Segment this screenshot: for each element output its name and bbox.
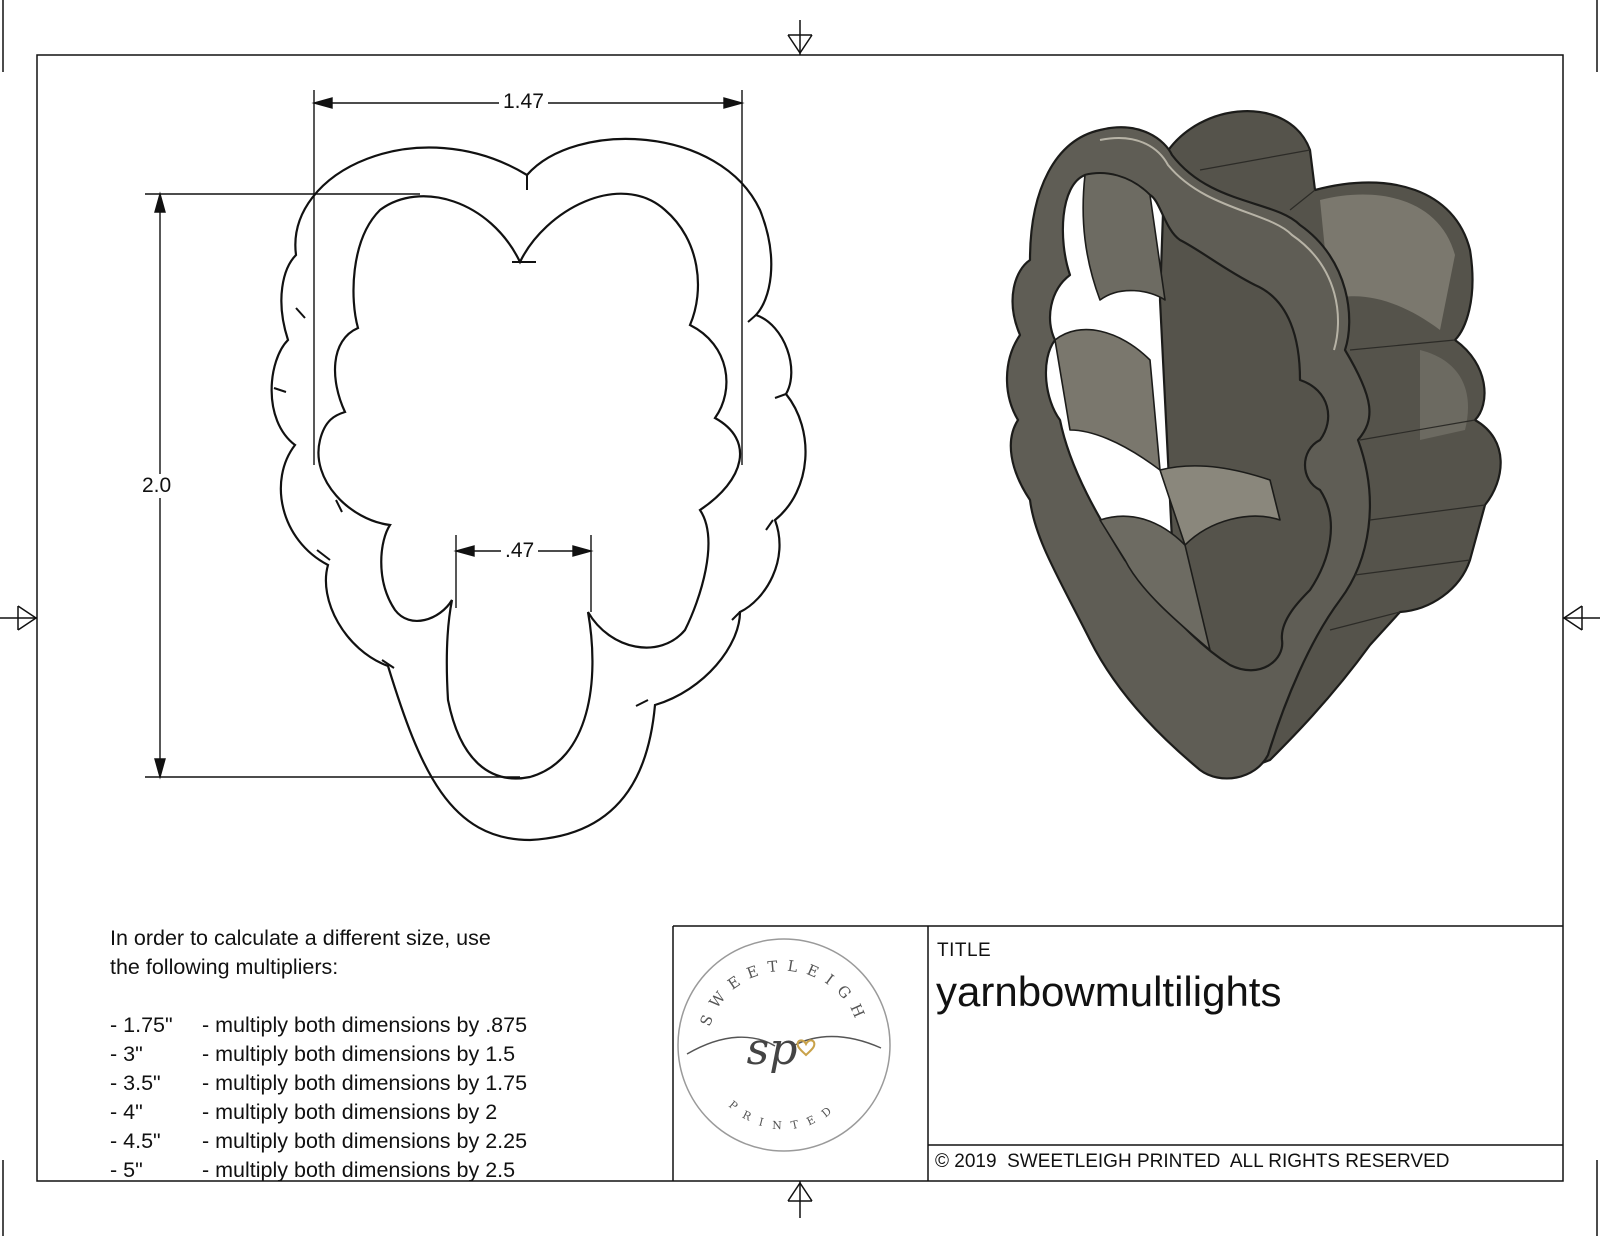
- multiplier-size: - 5": [110, 1158, 143, 1182]
- multiplier-text: - multiply both dimensions by 1.5: [202, 1042, 516, 1066]
- render-inner-wall: [1054, 328, 1161, 471]
- render-highlight: [1320, 194, 1455, 330]
- multiplier-text: - multiply both dimensions by 2: [202, 1100, 498, 1124]
- multiplier-size: - 4.5": [110, 1129, 161, 1153]
- dimension-height: [145, 191, 520, 780]
- logo-ring: [677, 938, 891, 1152]
- logo-swash: [686, 1035, 882, 1055]
- logo-bottom-text: PRINTED: [726, 1098, 842, 1132]
- multiplier-text: - multiply both dimensions by .875: [202, 1013, 528, 1037]
- render-inner-wall: [1082, 172, 1166, 301]
- multiplier-list: - 1.75" - multiply both dimensions by .87…: [110, 1011, 527, 1185]
- sweetleigh-printed-logo: SWEETLEIGH PRINTED sp: [677, 938, 891, 1152]
- size-multiplier-notes: In order to calculate a different size, …: [110, 924, 527, 1185]
- multiplier-size: - 3.5": [110, 1071, 161, 1095]
- render-inner-wall: [1159, 465, 1281, 546]
- multiplier-row: - 4" - multiply both dimensions by 2: [110, 1098, 527, 1127]
- render-seams: [1199, 149, 1486, 631]
- multiplier-row: - 5" - multiply both dimensions by 2.5: [110, 1156, 527, 1185]
- notes-intro: In order to calculate a different size, …: [110, 926, 491, 979]
- cutter-3d-render: [1005, 110, 1502, 780]
- title-value: yarnbowmultilights: [936, 968, 1282, 1015]
- multiplier-size: - 4": [110, 1100, 143, 1124]
- logo-top-text: SWEETLEIGH: [696, 957, 871, 1029]
- render-front-face: [1005, 126, 1371, 780]
- dimension-stem-label: .47: [501, 539, 539, 563]
- logo-monogram: sp: [747, 1024, 798, 1075]
- dimension-height-label: 2.0: [138, 474, 176, 498]
- multiplier-size: - 1.75": [110, 1013, 173, 1037]
- render-highlight: [1420, 350, 1468, 440]
- title-label: TITLE: [937, 940, 992, 961]
- render-rim: [1099, 137, 1339, 351]
- multiplier-text: - multiply both dimensions by 2.25: [202, 1129, 528, 1153]
- title-block-lines: [672, 925, 1563, 1181]
- multiplier-text: - multiply both dimensions by 1.75: [202, 1071, 528, 1095]
- multiplier-row: - 3.5" - multiply both dimensions by 1.75: [110, 1069, 527, 1098]
- dimension-width-label: 1.47: [499, 90, 548, 114]
- heart-icon: [796, 1039, 816, 1057]
- cutter-inner-outline: [317, 192, 742, 780]
- center-marker-top: [787, 20, 813, 55]
- center-marker-right: [1562, 605, 1600, 631]
- center-marker-left: [0, 605, 38, 631]
- center-marker-bottom: [787, 1181, 813, 1218]
- multiplier-row: - 3" - multiply both dimensions by 1.5: [110, 1040, 527, 1069]
- multiplier-row: - 1.75" - multiply both dimensions by .87…: [110, 1011, 527, 1040]
- multiplier-row: - 4.5" - multiply both dimensions by 2.25: [110, 1127, 527, 1156]
- cutter-outer-outline: [270, 137, 807, 842]
- multiplier-size: - 3": [110, 1042, 143, 1066]
- outline-notches: [273, 175, 787, 707]
- render-inner-wall: [1099, 515, 1211, 651]
- copyright-text: © 2019 SWEETLEIGH PRINTED ALL RIGHTS RES…: [935, 1151, 1450, 1172]
- multiplier-text: - multiply both dimensions by 2.5: [202, 1158, 516, 1182]
